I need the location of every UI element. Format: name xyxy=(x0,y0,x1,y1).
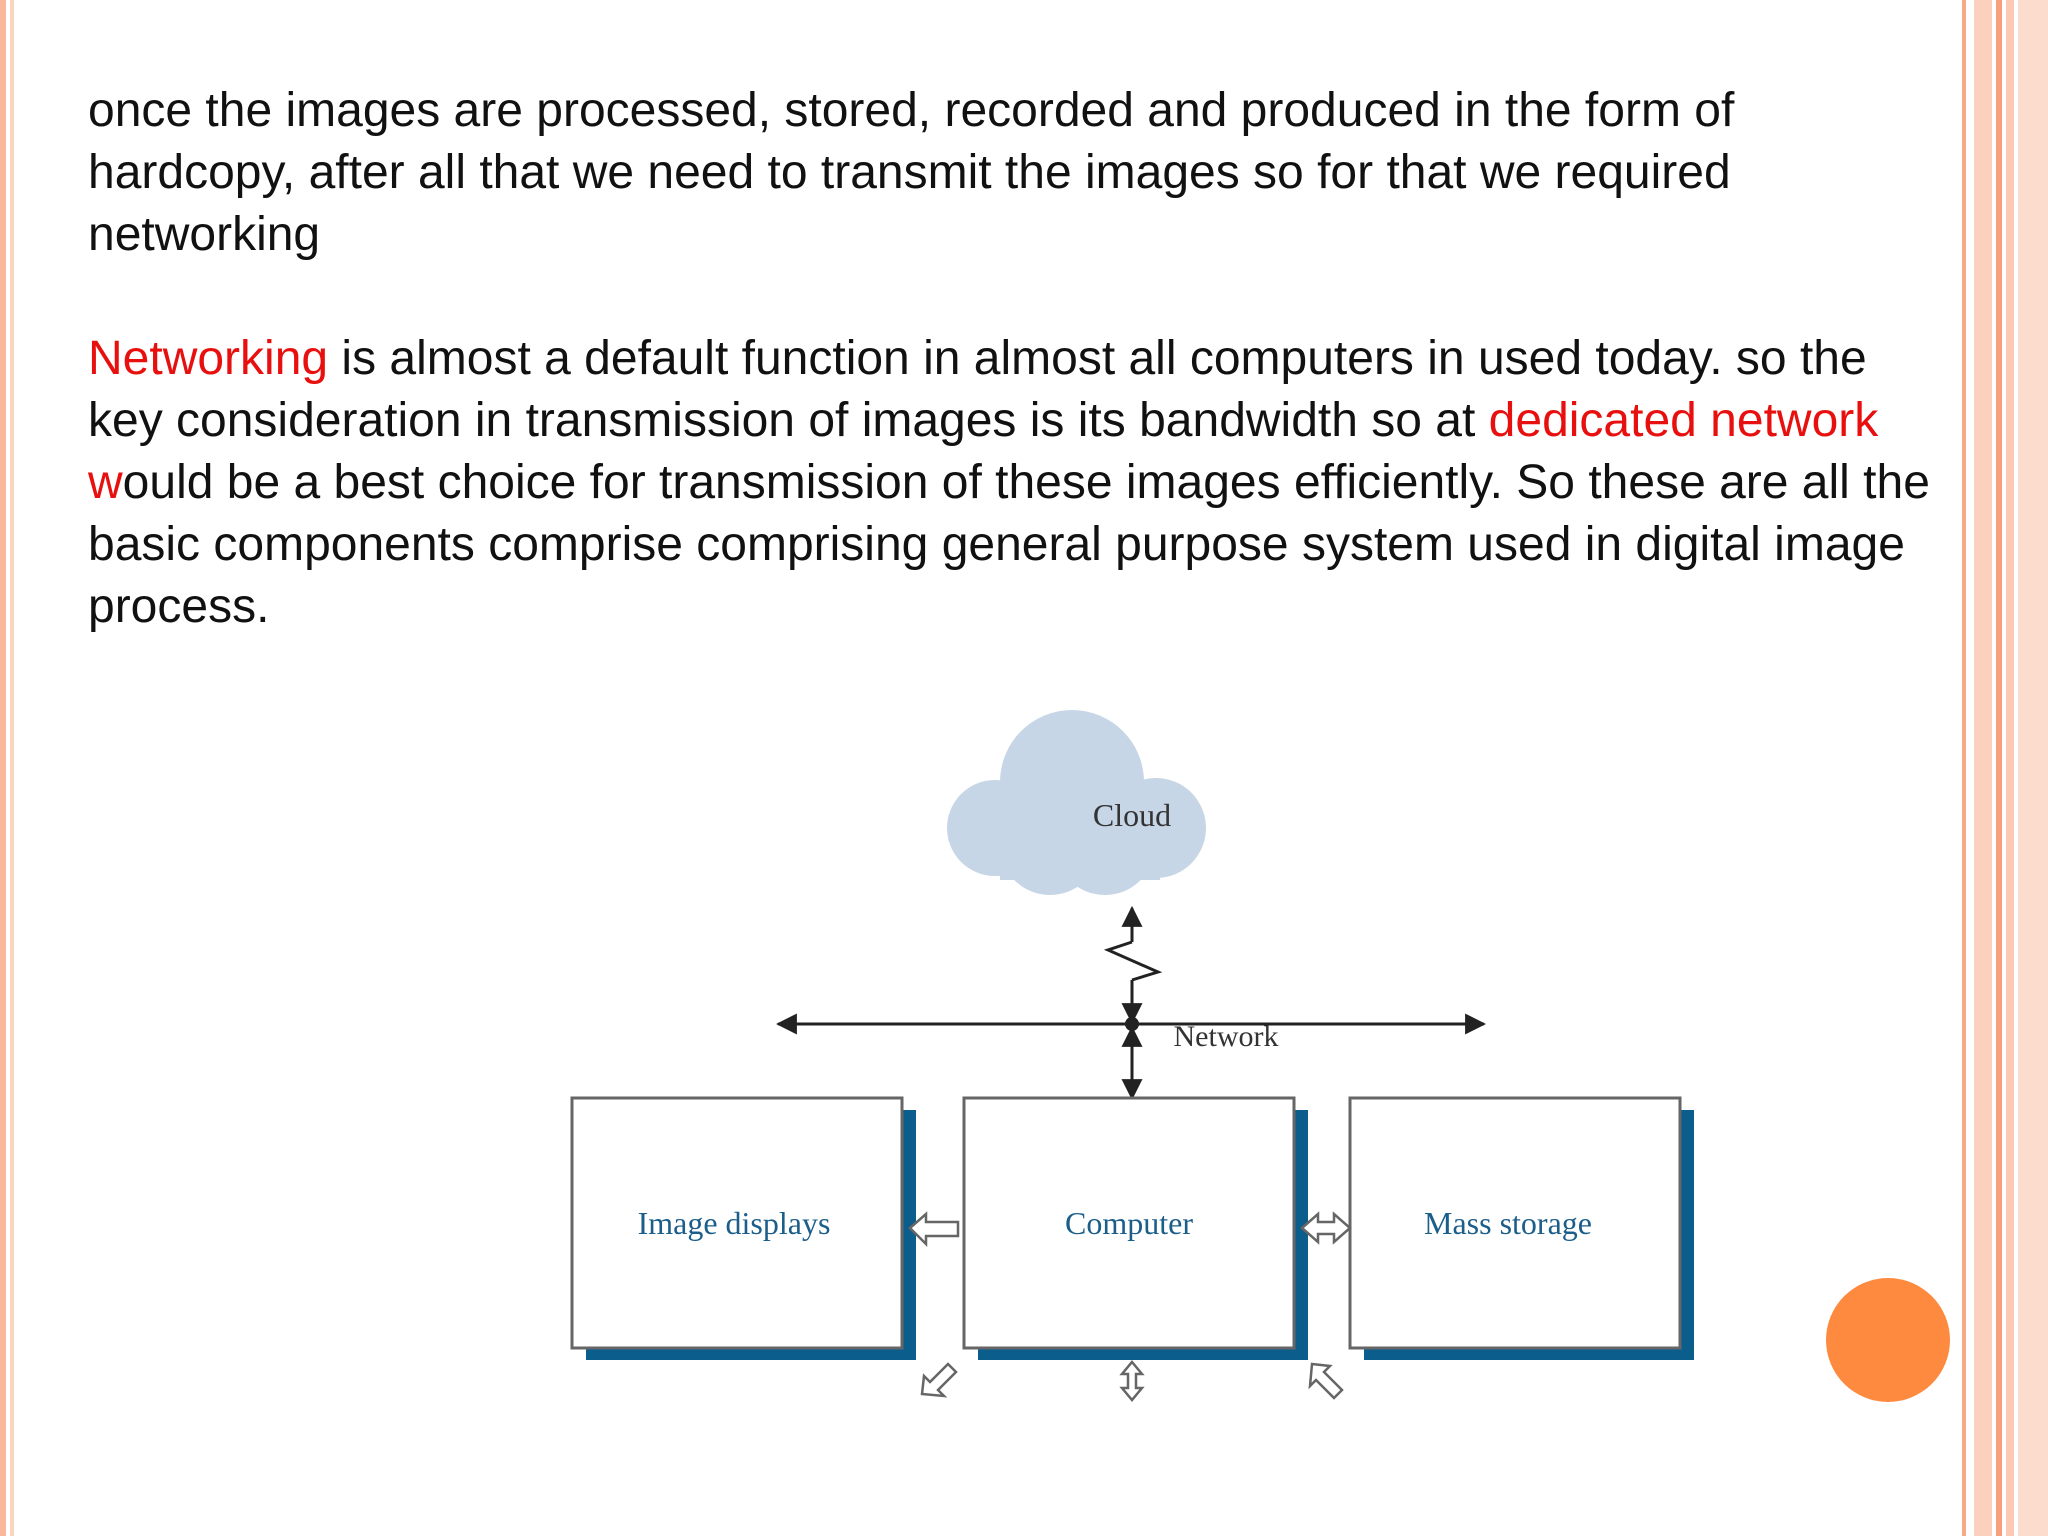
image-displays-label: Image displays xyxy=(638,1205,831,1241)
computer-box xyxy=(962,1096,1296,1350)
display-bottom-arrow-icon xyxy=(920,1362,958,1398)
network-diagram: Cloud Network Image displa xyxy=(560,710,1720,1410)
left-border-decoration xyxy=(0,0,26,1536)
highlight-dedicated-network: dedicated network w xyxy=(88,394,1879,509)
wireless-link-icon xyxy=(1103,905,1163,1025)
paragraph-text-part-2: ould be a best choice for transmission o… xyxy=(88,456,1930,633)
accent-circle xyxy=(1826,1278,1950,1402)
computer-bottom-arrow-icon xyxy=(1119,1360,1145,1402)
paragraph-networking-detail: Networking is almost a default function … xyxy=(88,328,1948,638)
mass-storage-label: Mass storage xyxy=(1424,1205,1592,1241)
paragraph-networking-intro: once the images are processed, stored, r… xyxy=(88,84,1735,261)
highlight-networking: Networking xyxy=(88,332,329,385)
cloud-label: Cloud xyxy=(1093,797,1171,833)
storage-bidirectional-arrow-icon xyxy=(1300,1211,1352,1245)
network-bus xyxy=(775,1013,1487,1101)
network-label: Network xyxy=(1174,1020,1279,1053)
image-displays-box xyxy=(570,1096,904,1350)
slide-body-text: once the images are processed, stored, r… xyxy=(88,80,1948,638)
cloud-icon xyxy=(947,710,1206,895)
mass-storage-box xyxy=(1348,1096,1682,1350)
computer-label: Computer xyxy=(1065,1205,1193,1241)
storage-bottom-arrow-icon xyxy=(1308,1362,1344,1400)
display-output-arrow-icon xyxy=(908,1211,960,1248)
paragraph-text-part-1: is almost a default function in almost a… xyxy=(88,332,1867,447)
right-border-decoration xyxy=(1962,0,2048,1536)
